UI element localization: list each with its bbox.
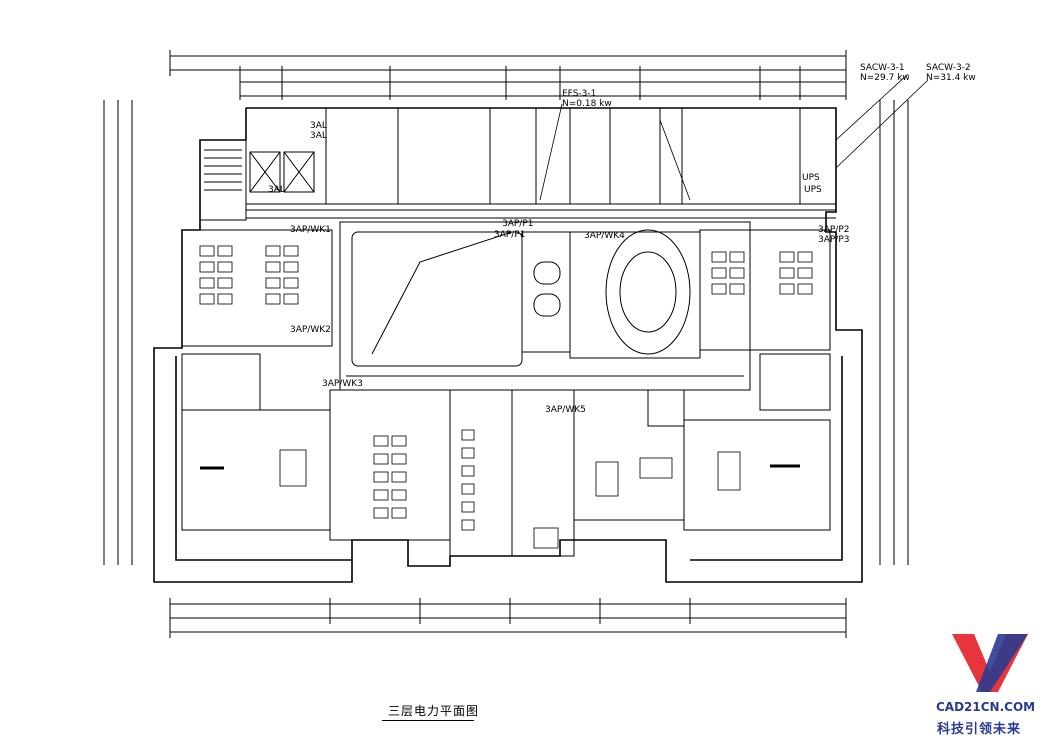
right-office <box>699 229 831 351</box>
label-wk2: 3AP/WK2 <box>290 325 331 335</box>
side-dimension-lines <box>103 100 909 565</box>
label-wk5: 3AP/WK5 <box>545 405 586 415</box>
label-sacw2-id: SACW-3-2 <box>926 63 971 73</box>
label-3al-a: 3AL <box>310 121 327 131</box>
label-ups-a: UPS <box>802 173 820 183</box>
watermark-logo-icon <box>952 634 1028 692</box>
label-sacw1-id: SACW-3-1 <box>860 63 905 73</box>
panel-labels: SACW-3-1 N=29.7 kw SACW-3-2 N=31.4 kw EF… <box>268 63 976 415</box>
label-p1-a: 3AP/P1 <box>502 219 534 229</box>
drawing-title: 三层电力平面图 <box>388 704 480 718</box>
label-3al-b: 3AL <box>310 131 327 141</box>
wiring-runs <box>539 73 929 201</box>
label-p1-b: 3AP/P1 <box>494 230 526 240</box>
watermark-slogan: 科技引领未来 <box>937 722 1022 737</box>
label-sacw1-power: N=29.7 kw <box>860 73 910 83</box>
lower-wing-rooms <box>181 353 831 557</box>
upper-wing-rooms <box>245 107 837 219</box>
label-wk1: 3AP/WK1 <box>290 225 331 235</box>
label-3al-c: 3AL <box>268 185 285 195</box>
staircase <box>199 139 315 221</box>
label-p3: 3AP/P3 <box>818 235 850 245</box>
label-wk4: 3AP/WK4 <box>584 231 625 241</box>
watermark-site: CAD21CN.COM <box>936 700 1036 714</box>
left-office <box>181 229 333 347</box>
label-ups-b: UPS <box>804 185 822 195</box>
label-wk3: 3AP/WK3 <box>322 379 363 389</box>
drawing-title-underline <box>382 720 474 721</box>
top-dimension-lines <box>169 50 847 100</box>
label-p2: 3AP/P2 <box>818 225 850 235</box>
label-efs-power: N=0.18 kw <box>562 99 612 109</box>
central-atrium <box>339 221 751 391</box>
label-sacw2-power: N=31.4 kw <box>926 73 976 83</box>
label-efs-id: EFS-3-1 <box>562 89 596 99</box>
bottom-dimension-lines <box>169 598 847 638</box>
